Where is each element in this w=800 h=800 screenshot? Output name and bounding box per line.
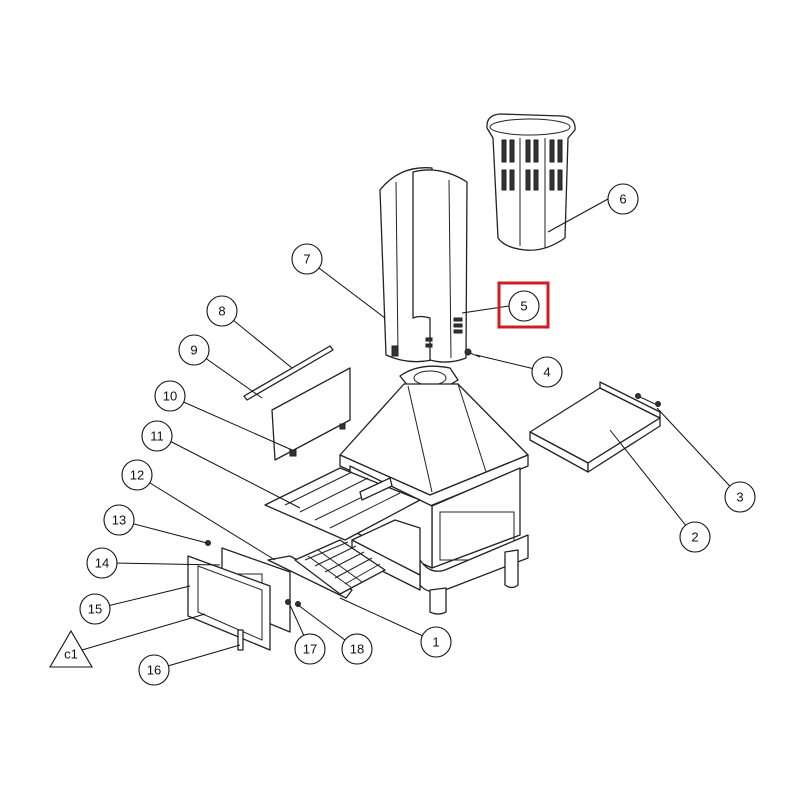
callout-17: 17 bbox=[294, 633, 326, 665]
highlight-box bbox=[497, 281, 550, 329]
part-10-glass-panel bbox=[271, 367, 351, 461]
callout-16: 16 bbox=[138, 654, 170, 686]
part-2-side-shelf bbox=[529, 381, 661, 473]
part-8-rod bbox=[243, 345, 334, 401]
callout-11-label: 11 bbox=[150, 429, 164, 444]
callout-10-label: 10 bbox=[163, 389, 177, 404]
callout-2: 2 bbox=[679, 521, 711, 553]
callout-5: 5 bbox=[508, 290, 540, 322]
callout-10: 10 bbox=[154, 380, 186, 412]
callout-18: 18 bbox=[341, 633, 373, 665]
part-16-handle bbox=[237, 629, 244, 651]
callout-12: 12 bbox=[121, 459, 153, 491]
callout-7: 7 bbox=[291, 243, 323, 275]
callout-15: 15 bbox=[79, 593, 111, 625]
callout-8: 8 bbox=[206, 295, 238, 327]
part-3-screws bbox=[635, 393, 661, 407]
callout-9: 9 bbox=[178, 334, 210, 366]
callout-16-label: 16 bbox=[147, 663, 161, 678]
callout-6: 6 bbox=[607, 183, 639, 215]
callout-14-label: 14 bbox=[95, 556, 109, 571]
callout-14: 14 bbox=[86, 547, 118, 579]
callout-3-label: 3 bbox=[736, 490, 743, 505]
callout-8-label: 8 bbox=[218, 304, 225, 319]
part-15-door bbox=[187, 555, 271, 651]
callout-9-label: 9 bbox=[190, 343, 197, 358]
callout-18-label: 18 bbox=[350, 642, 364, 657]
callout-11: 11 bbox=[141, 420, 173, 452]
part-11-grate bbox=[264, 467, 421, 541]
reference-marker-c1: c1 bbox=[49, 629, 93, 668]
part-17-screws bbox=[285, 599, 301, 607]
part-18-ash-grille bbox=[294, 539, 386, 595]
callout-5-label: 5 bbox=[520, 299, 527, 314]
callout-4-label: 4 bbox=[543, 365, 550, 380]
callout-3: 3 bbox=[724, 481, 756, 513]
callout-1: 1 bbox=[420, 626, 452, 658]
part-5-flue-cover bbox=[412, 169, 468, 363]
reference-marker-label: c1 bbox=[64, 647, 78, 662]
part-6-chimney-sleeve bbox=[486, 113, 576, 251]
callout-13: 13 bbox=[103, 504, 135, 536]
callout-6-label: 6 bbox=[619, 192, 626, 207]
callout-15-label: 15 bbox=[88, 602, 102, 617]
callout-7-label: 7 bbox=[303, 252, 310, 267]
callout-4: 4 bbox=[531, 356, 563, 388]
callout-1-label: 1 bbox=[432, 635, 439, 650]
callout-12-label: 12 bbox=[130, 468, 144, 483]
callout-2-label: 2 bbox=[691, 530, 698, 545]
callout-13-label: 13 bbox=[112, 513, 126, 528]
part-4-screw bbox=[464, 348, 481, 358]
callout-17-label: 17 bbox=[303, 642, 317, 657]
